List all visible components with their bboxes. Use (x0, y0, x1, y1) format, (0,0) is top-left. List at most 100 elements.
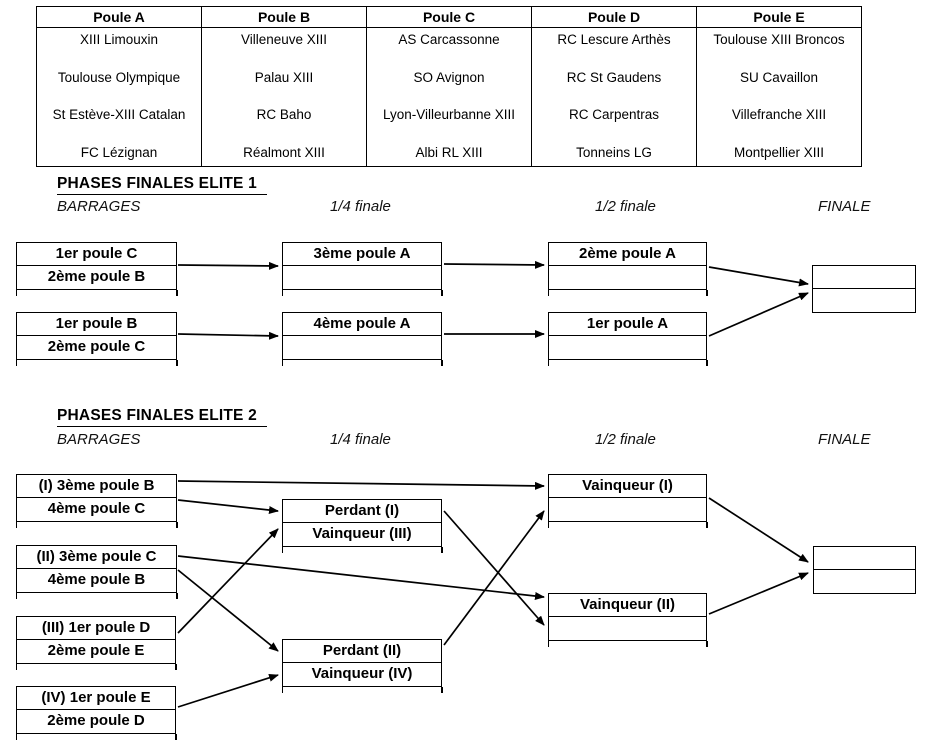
match-box-e1-barrage-1: 1er poule C 2ème poule B (15, 242, 178, 296)
match-slot: Vainqueur (IV) (311, 665, 413, 682)
team-name: RC Lescure Arthès (557, 32, 671, 47)
match-box-e2-barrage-3: (III) 1er poule D 2ème poule E (15, 616, 177, 670)
match-slot: 4ème poule C (47, 500, 146, 517)
arrow-e2-barrage1-loser-to-quarter1 (177, 499, 279, 514)
stage-label-semi-e1: 1/2 finale (595, 198, 656, 215)
match-box-e2-semi-2: Vainqueur (II) (547, 593, 708, 647)
match-box-e2-quarter-2: Perdant (II) Vainqueur (IV) (281, 639, 443, 693)
pool-column-d: Poule D RC Lescure Arthès RC St Gaudens … (532, 7, 697, 166)
pool-teams: RC Lescure Arthès RC St Gaudens RC Carpe… (532, 28, 696, 166)
match-slot: 2ème poule B (47, 268, 146, 285)
team-name: RC St Gaudens (566, 69, 662, 85)
pool-header: Poule E (697, 7, 861, 28)
match-box-e2-barrage-1: (I) 3ème poule B 4ème poule C (15, 474, 178, 528)
team-name: XIII Limouxin (79, 32, 159, 47)
stage-label-final-e2: FINALE (818, 431, 871, 448)
team-name: Albi RL XIII (415, 144, 483, 160)
match-slot: 4ème poule B (47, 571, 146, 588)
team-name: FC Lézignan (80, 144, 158, 160)
team-name: Réalmont XIII (243, 144, 325, 160)
match-slot: (III) 1er poule D (17, 617, 175, 640)
match-slot: 2ème poule C (47, 338, 146, 355)
stage-label-semi-e2: 1/2 finale (595, 431, 656, 448)
team-name: Palau XIII (254, 69, 314, 85)
arrow-e1-semi1-to-final (708, 266, 809, 287)
arrow-e2-quarter1-to-semi2 (443, 510, 545, 626)
match-slot: 2ème poule D (47, 712, 145, 729)
match-slot: Perdant (I) (283, 500, 441, 523)
match-slot-empty (549, 617, 706, 640)
stage-label-quarter-e1: 1/4 finale (330, 198, 391, 215)
match-box-e1-semi-2: 1er poule A (547, 312, 708, 366)
arrow-e2-barrage2-winner-to-semi2 (177, 555, 545, 600)
pool-header: Poule A (37, 7, 201, 28)
section-title-elite2: PHASES FINALES ELITE 2 (57, 407, 267, 427)
pool-column-c: Poule C AS Carcassonne SO Avignon Lyon-V… (367, 7, 532, 166)
match-slot-empty (549, 336, 706, 359)
arrow-e1-semi2-to-final (708, 292, 809, 337)
match-slot: 1er poule B (17, 313, 176, 336)
match-box-e1-quarter-1: 3ème poule A (281, 242, 443, 296)
stage-label-final-e1: FINALE (818, 198, 871, 215)
match-box-e2-quarter-1: Perdant (I) Vainqueur (III) (281, 499, 443, 553)
match-box-e2-barrage-4: (IV) 1er poule E 2ème poule D (15, 686, 177, 740)
pool-header: Poule B (202, 7, 366, 28)
match-slot: Perdant (II) (283, 640, 441, 663)
pool-column-b: Poule B Villeneuve XIII Palau XIII RC Ba… (202, 7, 367, 166)
match-slot: Vainqueur (III) (312, 525, 412, 542)
team-name: Toulouse Olympique (57, 69, 181, 85)
match-box-e1-quarter-2: 4ème poule A (281, 312, 443, 366)
match-box-e1-final (812, 265, 916, 313)
match-box-e2-barrage-2: (II) 3ème poule C 4ème poule B (15, 545, 178, 599)
match-slot: 1er poule C (17, 243, 176, 266)
match-slot: 1er poule A (549, 313, 706, 336)
arrow-e2-barrage3-winner-to-quarter1 (177, 528, 279, 634)
pool-column-e: Poule E Toulouse XIII Broncos SU Cavaill… (697, 7, 861, 166)
match-slot-empty (549, 498, 706, 521)
stage-label-barrages-e2: BARRAGES (57, 431, 141, 448)
arrow-e1-barrage1-to-quarter1 (177, 261, 279, 270)
match-box-e1-semi-1: 2ème poule A (547, 242, 708, 296)
match-slot-empty (814, 547, 915, 570)
match-slot: 3ème poule A (283, 243, 441, 266)
pool-teams: XIII Limouxin Toulouse Olympique St Estè… (37, 28, 201, 166)
pool-header: Poule D (532, 7, 696, 28)
team-name: SU Cavaillon (739, 69, 819, 85)
arrow-e2-quarter2-to-semi1 (443, 510, 545, 646)
team-name: AS Carcassonne (398, 32, 500, 47)
team-name: Villeneuve XIII (240, 32, 328, 47)
pool-teams: Toulouse XIII Broncos SU Cavaillon Ville… (697, 28, 861, 166)
match-slot: (I) 3ème poule B (17, 475, 176, 498)
match-slot: 2ème poule A (549, 243, 706, 266)
team-name: SO Avignon (413, 69, 485, 85)
arrow-e2-barrage1-winner-to-semi1 (177, 480, 545, 490)
team-name: RC Carpentras (568, 107, 660, 123)
team-name: St Estève-XIII Catalan (52, 107, 186, 123)
stage-label-quarter-e2: 1/4 finale (330, 431, 391, 448)
match-slot: (II) 3ème poule C (17, 546, 176, 569)
match-slot: 4ème poule A (283, 313, 441, 336)
match-slot: Vainqueur (II) (549, 594, 706, 617)
match-slot-empty (813, 289, 915, 312)
pool-teams: AS Carcassonne SO Avignon Lyon-Villeurba… (367, 28, 531, 166)
match-slot-empty (283, 336, 441, 359)
arrow-e1-barrage2-to-quarter2 (177, 331, 279, 340)
team-name: RC Baho (256, 107, 312, 123)
pool-teams: Villeneuve XIII Palau XIII RC Baho Réalm… (202, 28, 366, 166)
stage-label-barrages-e1: BARRAGES (57, 198, 141, 215)
match-slot: 2ème poule E (47, 642, 145, 659)
match-slot-empty (283, 266, 441, 289)
match-slot-empty (549, 266, 706, 289)
match-box-e2-semi-1: Vainqueur (I) (547, 474, 708, 528)
arrow-e2-semi1-to-final (708, 497, 809, 563)
arrow-e2-semi2-to-final (708, 572, 809, 615)
arrow-e2-barrage4-winner-to-quarter2 (177, 673, 279, 708)
team-name: Villefranche XIII (731, 107, 827, 123)
team-name: Tonneins LG (576, 144, 652, 160)
pool-column-a: Poule A XIII Limouxin Toulouse Olympique… (37, 7, 202, 166)
section-title-elite1: PHASES FINALES ELITE 1 (57, 175, 267, 195)
match-slot: (IV) 1er poule E (17, 687, 175, 710)
team-name: Montpellier XIII (733, 144, 825, 160)
match-box-e1-barrage-2: 1er poule B 2ème poule C (15, 312, 178, 366)
